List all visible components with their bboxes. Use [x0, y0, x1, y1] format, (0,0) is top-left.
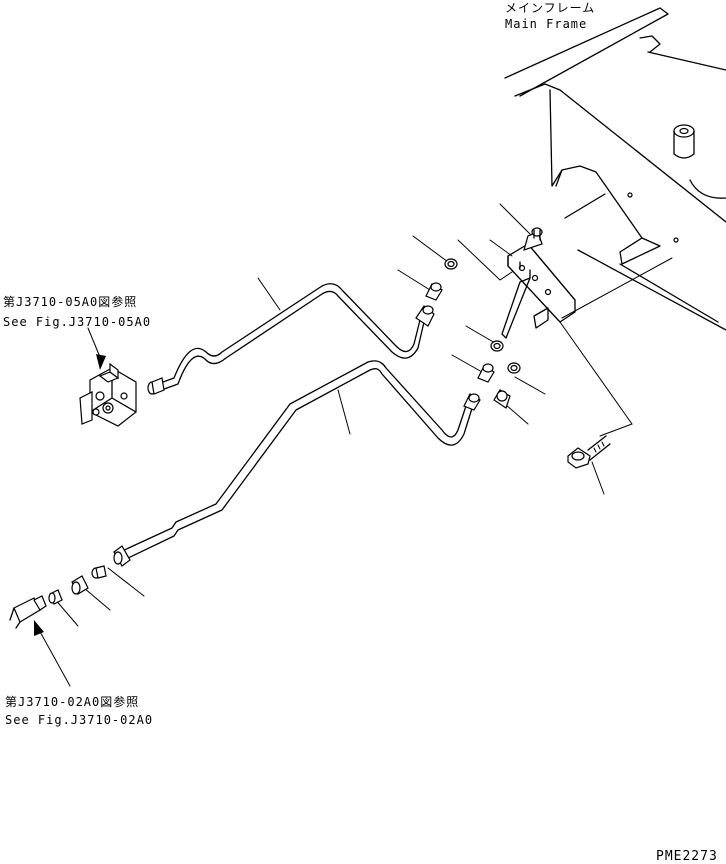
leader-lines — [53, 203, 673, 627]
ref-arrow-upper — [87, 327, 106, 370]
junction-block — [501, 243, 576, 339]
lower-tube — [119, 360, 475, 561]
brake-valve — [79, 362, 137, 427]
mounting-bolt — [567, 435, 611, 469]
drawing-code: PME2273 — [656, 849, 718, 864]
ref-label-lower-jp: 第J3710-02A0図参照 — [5, 694, 139, 709]
ref-label-upper-en: See Fig.J3710-05A0 — [3, 315, 151, 329]
tube-nut-valve — [147, 377, 165, 395]
ref-label-upper-jp: 第J3710-05A0図参照 — [3, 294, 137, 309]
lower-connectors — [9, 545, 131, 629]
frame-label-jp: メインフレーム — [505, 1, 595, 15]
frame-label-en: Main Frame — [505, 17, 587, 31]
ref-label-lower-en: See Fig.J3710-02A0 — [5, 713, 153, 727]
fittings-upper-group — [415, 258, 458, 327]
main-frame — [504, 7, 726, 331]
ref-arrow-lower — [34, 620, 71, 687]
block-fitting-top — [523, 227, 543, 251]
upper-tube — [151, 283, 425, 393]
fittings-lower-group — [463, 340, 521, 411]
